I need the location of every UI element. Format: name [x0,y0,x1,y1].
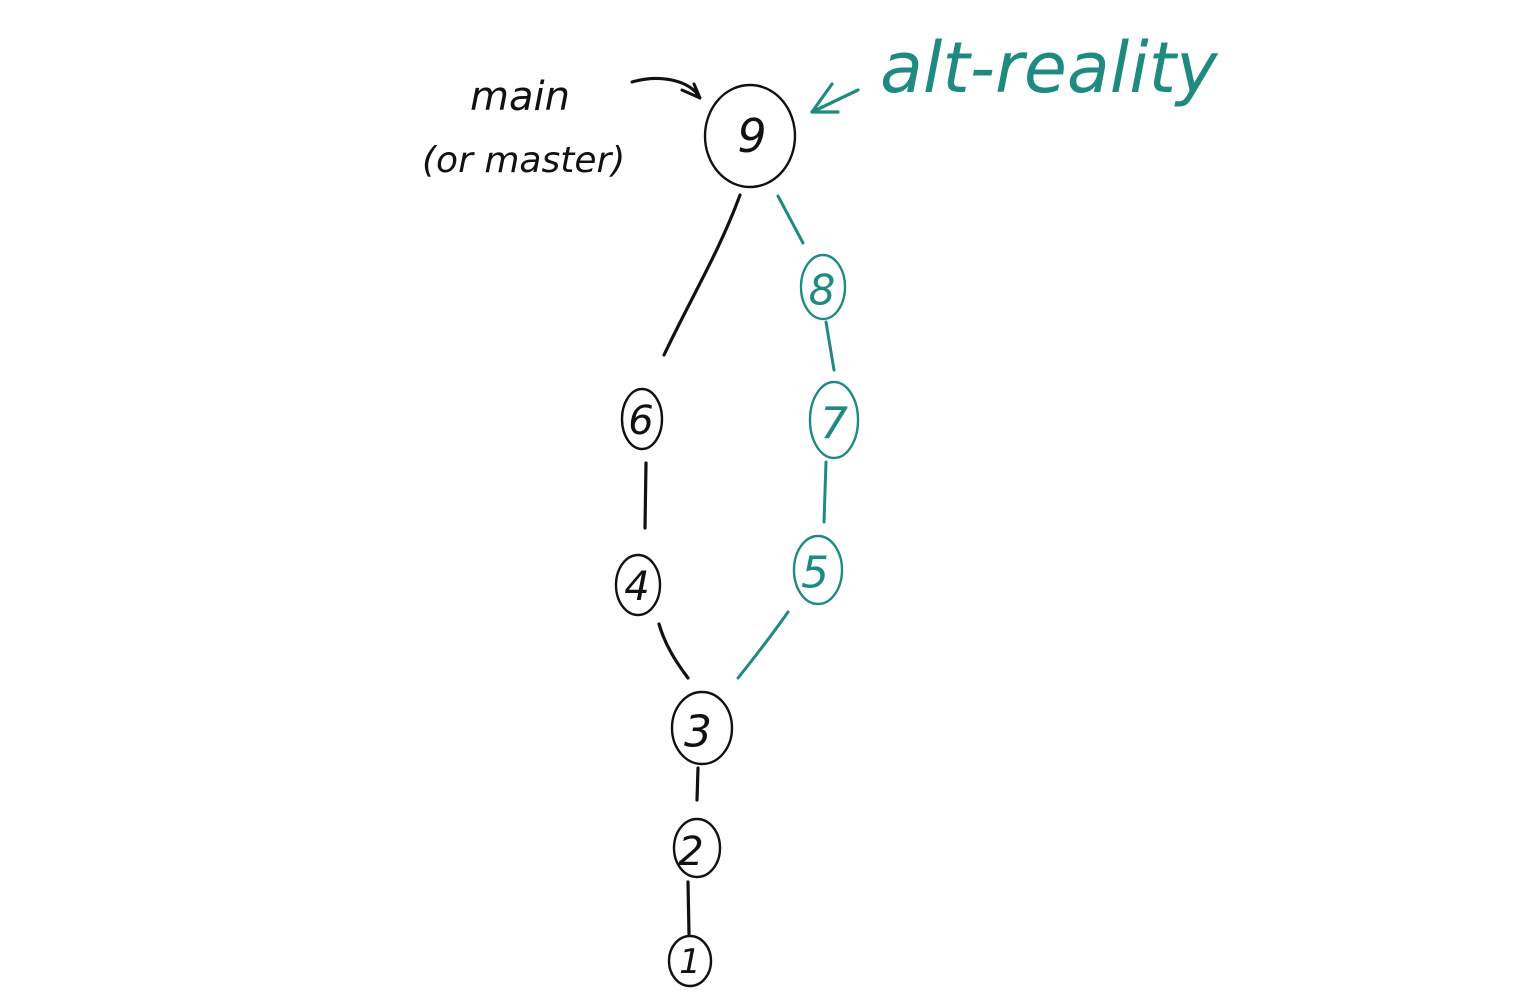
commit-8-circle [799,253,847,321]
commit-9-label: 9 [737,109,766,163]
commit-8-label: 8 [809,266,836,315]
edge-6-9 [662,193,742,357]
commit-2: 2 [672,817,722,879]
commit-7-circle [808,380,860,460]
main-branch-edges [643,193,742,936]
commit-5-circle [792,534,844,606]
commit-1-circle [667,934,713,988]
alt-pointer-arrow-icon [810,82,860,114]
main-pointer-arrow-icon [630,77,702,100]
commit-3-label: 3 [684,707,712,758]
edge-5-7 [822,460,828,524]
commit-6: 6 [620,387,664,451]
edge-8-9 [776,194,805,245]
alt-branch-pointer: alt-reality [810,27,1219,114]
commit-6-label: 6 [628,398,653,444]
commit-4-circle [614,553,662,617]
commit-5: 5 [792,534,844,606]
commit-4-label: 4 [624,564,649,610]
commit-2-label: 2 [678,829,703,875]
commit-9-circle [703,83,797,189]
edge-7-8 [824,320,836,372]
main-branch-label: main [470,74,570,120]
commit-7-label: 7 [820,399,848,450]
commit-7: 7 [808,380,860,460]
edge-2-3 [695,766,700,802]
commit-2-circle [672,817,722,879]
main-branch-sublabel: (or master) [422,140,625,181]
commit-3: 3 [670,690,734,766]
commit-5-label: 5 [801,548,829,599]
commit-9: 9 [703,83,797,189]
edge-4-6 [643,461,648,530]
commit-1-label: 1 [679,942,701,982]
alt-branch-label: alt-reality [880,27,1219,109]
commit-1: 1 [667,934,713,988]
commit-nodes: 1 2 3 4 6 5 7 8 [614,83,860,988]
edge-3-4 [657,622,690,680]
edge-3-5 [736,610,790,680]
alt-branch-edges [736,194,836,680]
edge-1-2 [686,880,691,936]
commit-8: 8 [799,253,847,321]
commit-3-circle [670,690,734,766]
main-branch-pointer: main (or master) [422,74,702,181]
commit-6-circle [620,387,664,451]
commit-4: 4 [614,553,662,617]
